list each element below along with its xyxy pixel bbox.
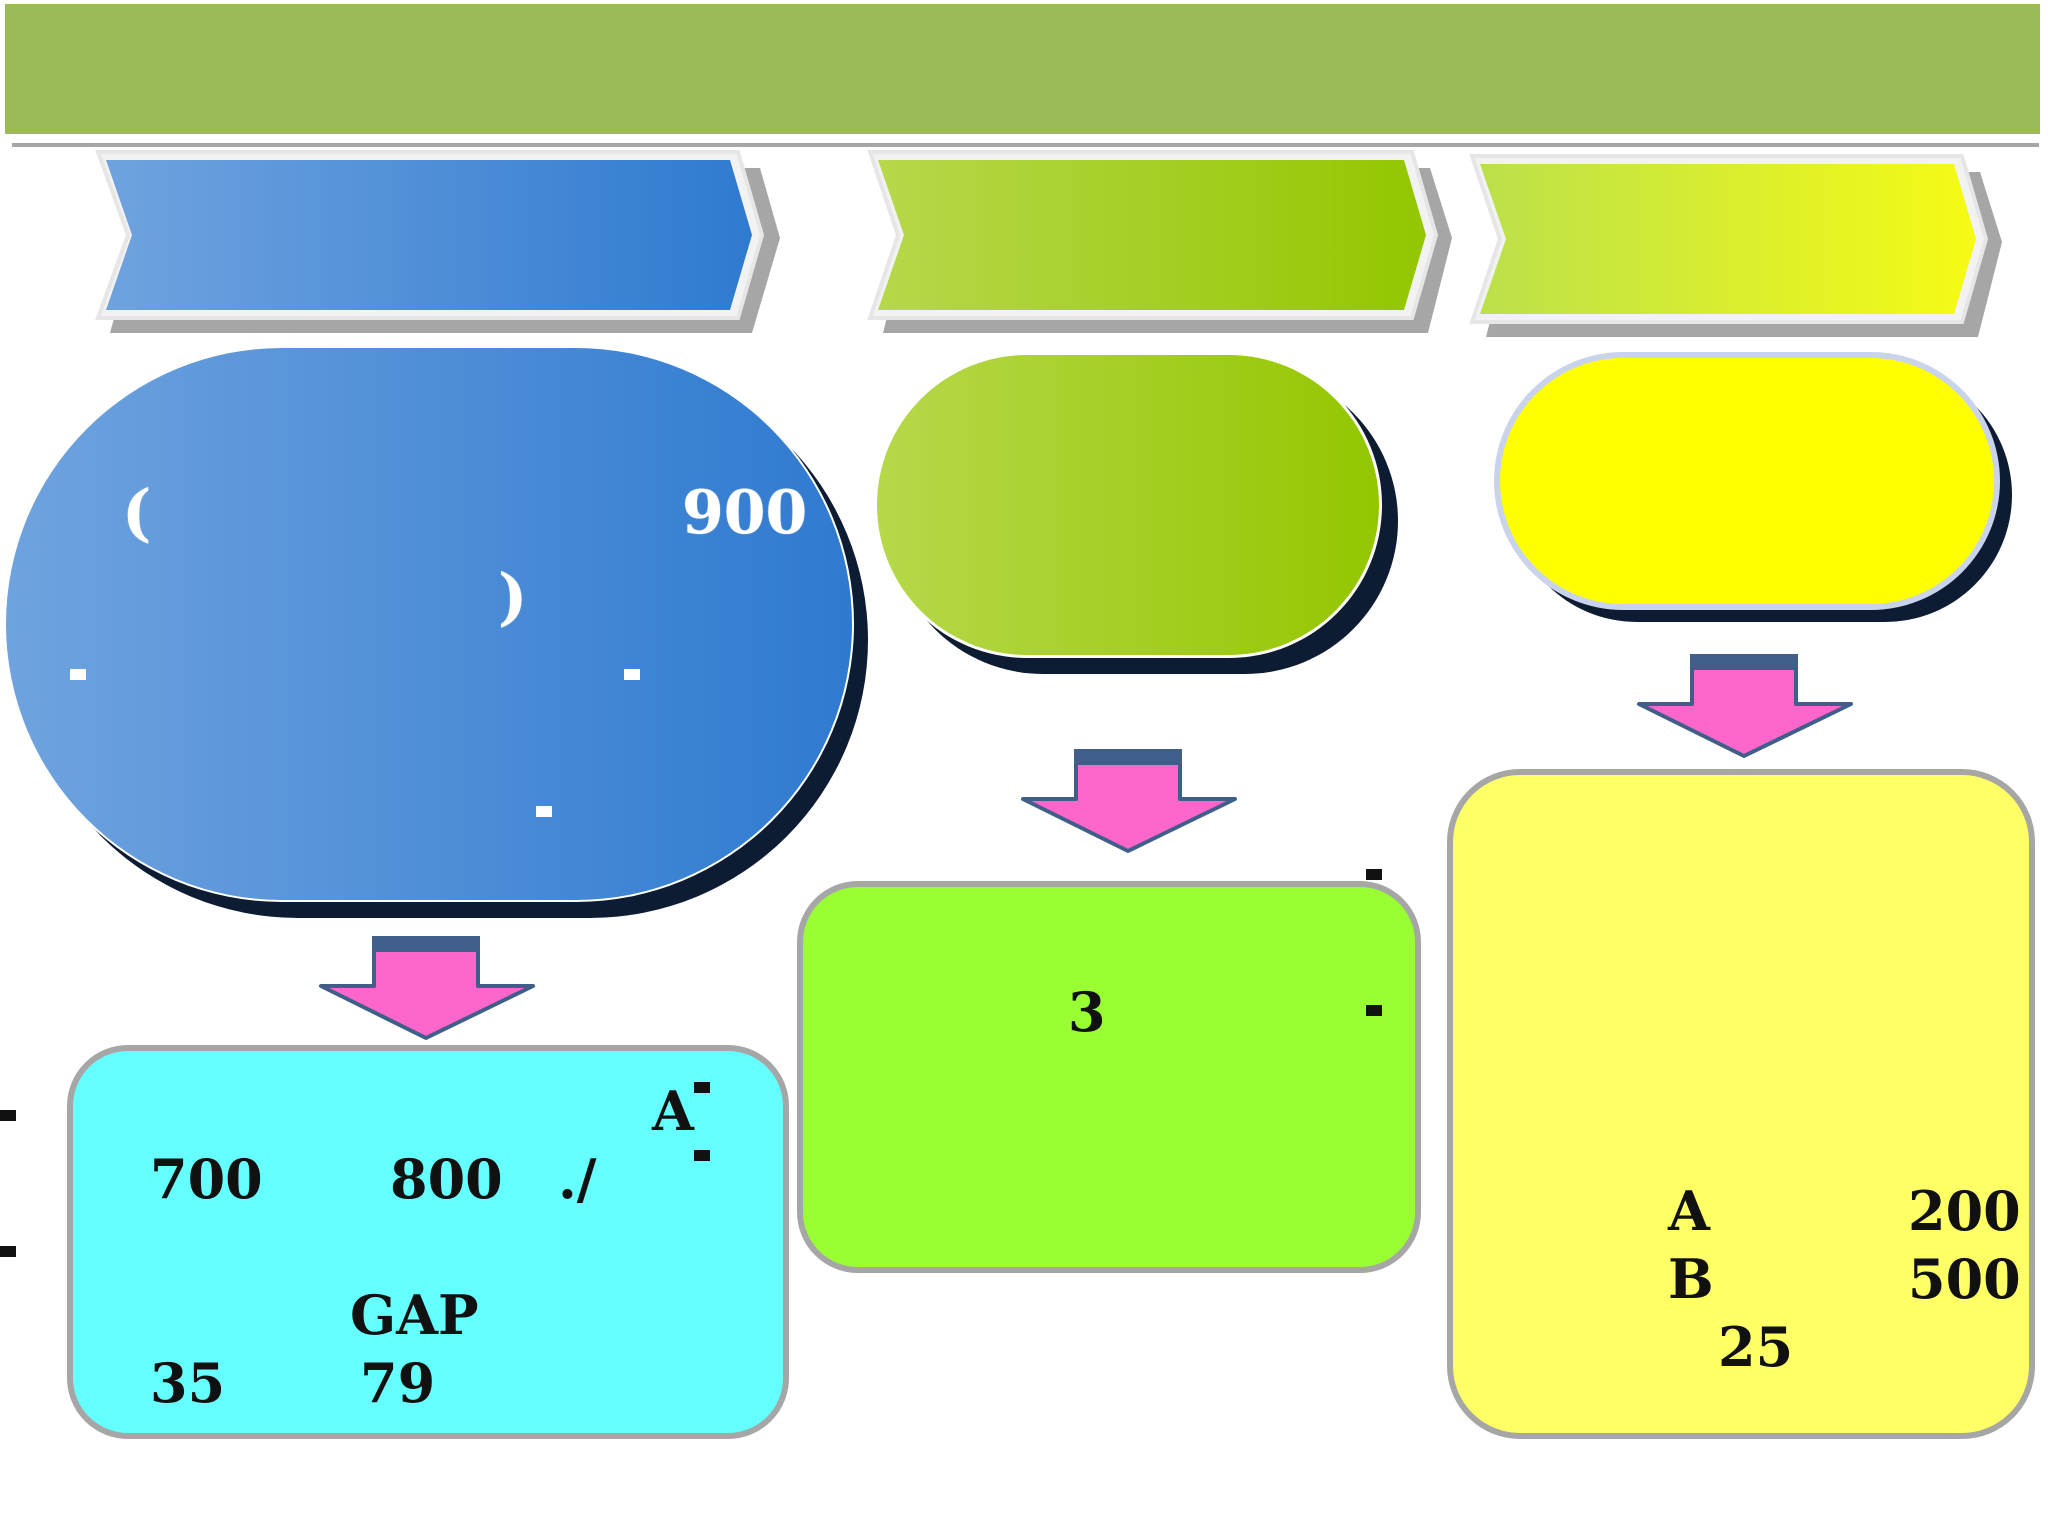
- text-fragment-mark: [694, 1082, 710, 1093]
- yellow-row2-label: B: [1668, 1247, 1714, 1311]
- cyan-unit: ./: [558, 1147, 597, 1211]
- text-fragment-mark: [1366, 1005, 1382, 1016]
- open-paren: (: [122, 476, 152, 549]
- yellow-row1-value: 200: [1908, 1179, 2021, 1243]
- yellow-value-3: 25: [1718, 1315, 1794, 1379]
- text-fragment-mark: [1366, 869, 1382, 880]
- down-arrow-3: [1637, 654, 1853, 758]
- text-fragment-mark: [536, 806, 552, 817]
- yellow-row2-value: 500: [1908, 1247, 2021, 1311]
- text-fragment-mark: [694, 1150, 710, 1161]
- text-fragment-mark: [624, 669, 640, 680]
- chevron-yellow: [1469, 154, 2002, 337]
- box-cyan: [67, 1045, 789, 1439]
- yellow-row1-label: A: [1668, 1179, 1710, 1243]
- text-fragment-mark: [0, 1110, 16, 1121]
- text-fragment-mark: [0, 1246, 16, 1257]
- green-box-value: 3: [1068, 980, 1106, 1044]
- cyan-gap-label: GAP: [350, 1283, 479, 1347]
- ellipse-yellow: [1494, 352, 2012, 622]
- down-arrow-2: [1021, 749, 1237, 853]
- ellipse-green: [874, 352, 1398, 674]
- box-yellow: [1447, 769, 2035, 1439]
- close-paren: ): [498, 560, 528, 633]
- title-banner-shadow: [12, 143, 2039, 147]
- box-green: [797, 881, 1421, 1273]
- cyan-value-2: 800: [390, 1147, 503, 1211]
- cyan-value-3: 35: [150, 1351, 226, 1415]
- down-arrow-1: [319, 936, 535, 1040]
- chevron-green: [867, 150, 1452, 333]
- ellipse-blue: [4, 346, 868, 918]
- cyan-value-1: 700: [150, 1147, 263, 1211]
- text-fragment-mark: [70, 669, 86, 680]
- cyan-label-a: A: [652, 1079, 694, 1143]
- title-banner: [5, 4, 2040, 134]
- chevron-blue: [95, 150, 780, 333]
- cyan-value-4: 79: [360, 1351, 436, 1415]
- blue-ellipse-value: 900: [682, 478, 808, 548]
